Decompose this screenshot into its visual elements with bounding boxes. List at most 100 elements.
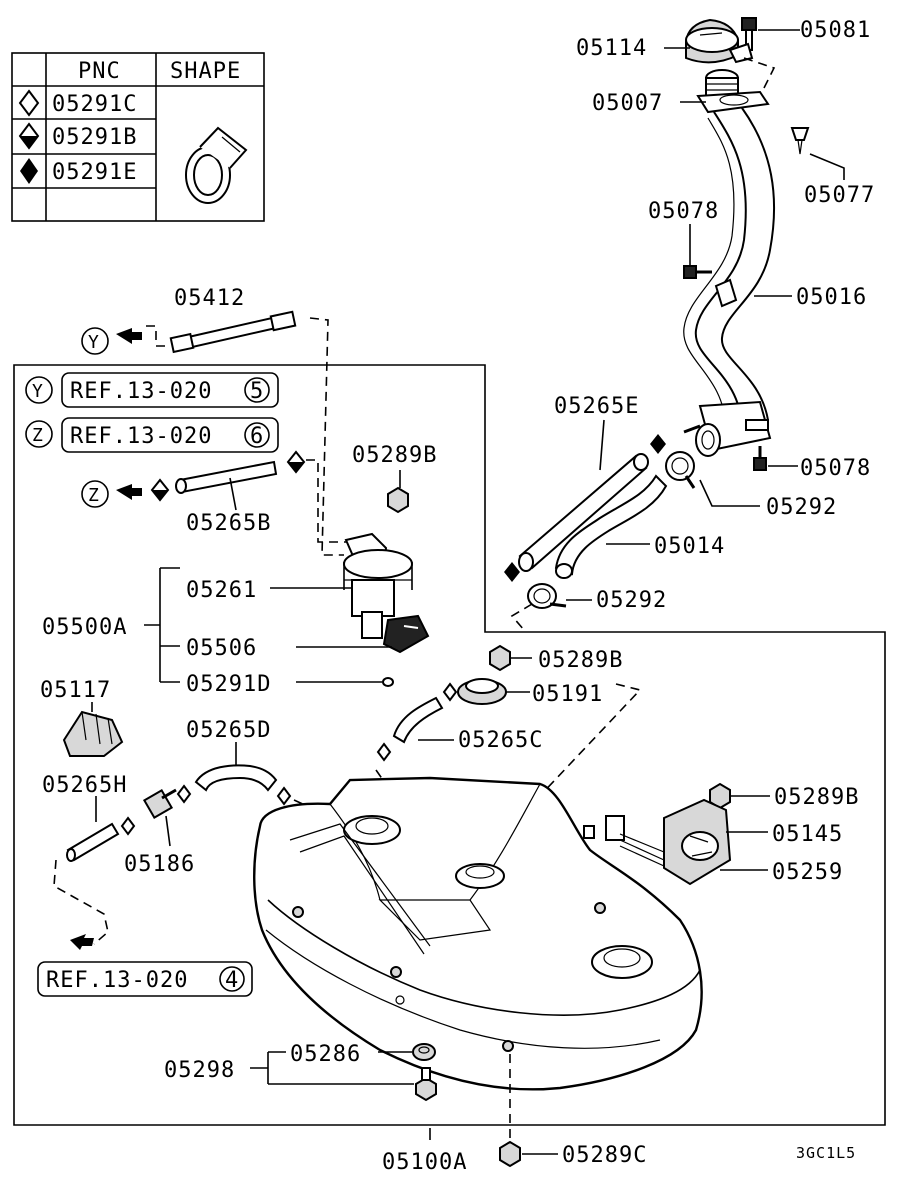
arrow-left-icon	[116, 328, 142, 344]
sender-unit-05191	[457, 678, 507, 705]
valve-05186	[142, 788, 177, 820]
label-05078-upper: 05078	[648, 199, 719, 224]
label-05289b-right: 05289B	[774, 785, 859, 810]
bracket-05500a	[144, 567, 180, 683]
clip-05077	[790, 127, 810, 155]
label-05298: 05298	[164, 1058, 235, 1083]
diamond-half-icon	[286, 450, 306, 474]
label-05289b-middle: 05289B	[538, 648, 623, 673]
label-05500a: 05500A	[42, 615, 127, 640]
legend-header-pnc: PNC	[78, 59, 121, 84]
label-05506: 05506	[186, 636, 257, 661]
label-05265c: 05265C	[458, 728, 543, 753]
leader-05265b-dashed	[306, 459, 350, 543]
label-05265b: 05265B	[186, 511, 271, 536]
ref-bottom-num: 4	[225, 968, 239, 993]
diamond-outline-icon	[176, 784, 192, 804]
nut-05289c	[499, 1140, 521, 1168]
diamond-half-icon	[150, 478, 170, 502]
hose-05265d	[194, 764, 278, 792]
diamond-filled-icon	[20, 158, 38, 184]
label-05078-right: 05078	[800, 456, 871, 481]
ref-z-text: REF.13-020	[70, 424, 212, 449]
diamond-outline-icon	[18, 89, 40, 117]
legend-table: PNC SHAPE 05291C 05291B 05291E	[11, 52, 265, 222]
arrow-z-marker: Z	[88, 485, 100, 506]
nut-05289b-upper	[387, 486, 409, 514]
legend-pnc-2: 05291B	[52, 125, 137, 150]
clamp-05292-upper	[665, 451, 696, 489]
label-05114: 05114	[576, 36, 647, 61]
label-05265h: 05265H	[42, 773, 127, 798]
ref-z-num: 6	[250, 424, 264, 449]
bolt-05298	[415, 1067, 437, 1102]
fuel-pump-assembly	[343, 532, 430, 654]
label-05145: 05145	[772, 822, 843, 847]
ref-y-text: REF.13-020	[70, 379, 212, 404]
legend-header-shape: SHAPE	[170, 59, 241, 84]
label-05186: 05186	[124, 852, 195, 877]
leader-05191-dashed	[535, 683, 642, 801]
diamond-outline-icon	[442, 682, 458, 702]
ref-bottom-box: REF.13-020 4	[37, 961, 253, 997]
hose-05265c	[392, 696, 444, 744]
label-05289b-upper: 05289B	[352, 443, 437, 468]
nut-05289b-middle	[489, 644, 511, 672]
diamond-outline-icon	[376, 742, 392, 762]
leader-05265h-dashed	[53, 859, 109, 945]
label-05412: 05412	[174, 286, 245, 311]
arrow-z: Z	[81, 478, 170, 508]
fuel-cap	[685, 18, 739, 64]
label-05117: 05117	[40, 678, 111, 703]
filler-neck-pipe	[683, 107, 776, 429]
ref-z-box: Z REF.13-020 6	[25, 417, 279, 453]
filler-neck-top	[696, 69, 770, 114]
ref-y-num: 5	[250, 379, 264, 404]
label-05191: 05191	[532, 682, 603, 707]
arrow-down-left-icon	[70, 934, 94, 950]
hose-05412	[169, 310, 297, 354]
hose-05014	[554, 474, 668, 579]
arrow-left-icon	[116, 484, 142, 500]
label-05292-upper: 05292	[766, 495, 837, 520]
cover-05117	[62, 710, 124, 757]
plate-05145	[663, 798, 732, 886]
hose-05265h	[66, 822, 120, 862]
hose-05265b	[175, 460, 278, 494]
filler-neck-inlet	[683, 400, 772, 457]
diamond-half-icon	[18, 122, 40, 150]
label-05286: 05286	[290, 1042, 361, 1067]
label-05291d: 05291D	[186, 672, 271, 697]
ref-y-marker: Y	[32, 381, 44, 402]
label-05289c: 05289C	[562, 1143, 647, 1168]
diamond-filled-icon	[650, 434, 666, 454]
leader-lines	[91, 29, 845, 1155]
bolt-05078-right	[753, 446, 767, 471]
bolt-05078-upper	[683, 265, 712, 279]
hose-clamp-shape-icon	[185, 126, 248, 204]
label-05292-lower: 05292	[596, 588, 667, 613]
diamond-outline-icon	[276, 786, 292, 806]
ref-y-box: Y REF.13-020 5	[25, 372, 279, 408]
o-ring-05291d	[382, 677, 394, 687]
harness-05259	[583, 815, 665, 867]
label-05081: 05081	[800, 18, 871, 43]
label-05265d: 05265D	[186, 718, 271, 743]
label-05014: 05014	[654, 534, 725, 559]
ref-bottom-text: REF.13-020	[46, 968, 188, 993]
bolt-05081	[741, 17, 757, 51]
legend-pnc-3: 05291E	[52, 160, 137, 185]
diagram-code: 3GC1L5	[796, 1144, 856, 1162]
diamond-outline-icon	[120, 816, 136, 836]
diamond-filled-icon	[504, 562, 520, 582]
hose-05265e	[518, 453, 649, 572]
cap-tether	[728, 42, 754, 64]
label-05007: 05007	[592, 91, 663, 116]
legend-pnc-1: 05291C	[52, 92, 137, 117]
label-05016: 05016	[796, 285, 867, 310]
label-05077: 05077	[804, 183, 875, 208]
label-05261: 05261	[186, 578, 257, 603]
label-05100a: 05100A	[382, 1150, 467, 1175]
